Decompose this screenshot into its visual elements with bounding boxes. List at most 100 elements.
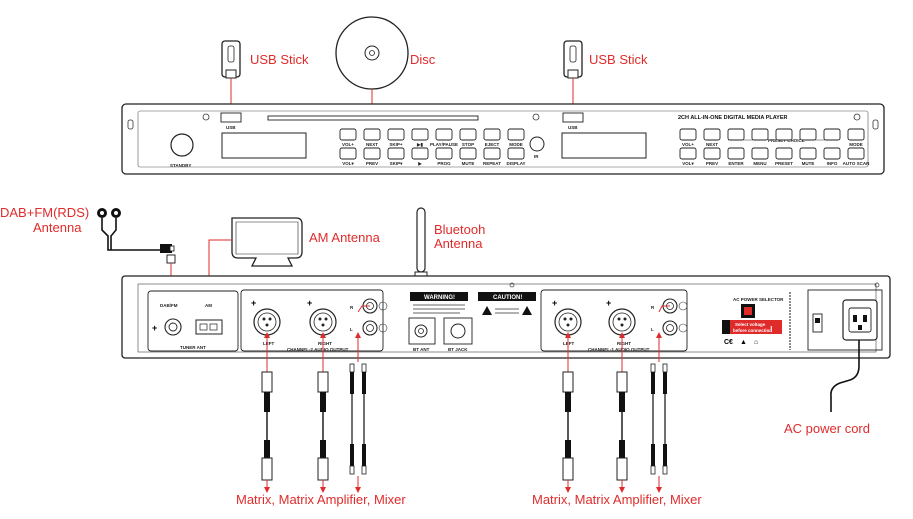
left-bottom-button-5 bbox=[459, 147, 477, 160]
left-bottom-button-4 bbox=[435, 147, 453, 160]
right-top-button-0 bbox=[679, 128, 697, 141]
right-top-button-2 bbox=[727, 128, 745, 141]
ac-power-cord-label: AC power cord bbox=[784, 421, 870, 436]
left-top-button-label-3: ▶▮ bbox=[416, 142, 423, 147]
ch1-left-xlr-cable-icon bbox=[562, 371, 574, 481]
ch1-l-label: L bbox=[651, 327, 654, 332]
bluetooth-antenna-icon bbox=[414, 207, 428, 285]
right-top-button-label-1: NEXT bbox=[706, 142, 718, 147]
svg-text:+: + bbox=[251, 298, 256, 308]
left-bottom-button-label-2: SKIP▾ bbox=[390, 161, 404, 166]
ch2-left-xlr-cable-icon bbox=[261, 371, 273, 481]
ac-power-selector-label: AC POWER SELECTOR bbox=[733, 297, 784, 302]
right-bottom-button-label-7: AUTO SCAN bbox=[843, 161, 870, 166]
disc-label: Disc bbox=[410, 52, 436, 67]
right-top-button-1 bbox=[703, 128, 721, 141]
svg-text:+: + bbox=[307, 298, 312, 308]
right-top-button-6 bbox=[823, 128, 841, 141]
ir-label: IR bbox=[534, 154, 539, 159]
right-bottom-button-label-5: MUTE bbox=[802, 161, 815, 166]
usb-port-left-label: USB bbox=[226, 125, 236, 130]
select-voltage-warning bbox=[722, 320, 782, 334]
left-top-button-label-5: STOP bbox=[462, 142, 474, 147]
bt-antenna-label-line1: Bluetooh bbox=[434, 222, 485, 237]
left-top-button-label-2: SKIP+ bbox=[389, 142, 403, 147]
right-top-button-label-0: VOL+ bbox=[682, 142, 694, 147]
right-bottom-button-label-2: ENTER bbox=[728, 161, 744, 166]
right-bottom-button-label-3: MENU bbox=[753, 161, 766, 166]
left-bottom-button-label-4: PROG bbox=[437, 161, 451, 166]
left-bottom-button-label-7: DISPLAY bbox=[506, 161, 525, 166]
left-top-button-label-6: EJECT bbox=[485, 142, 500, 147]
select-voltage-line1: Select voltage bbox=[735, 322, 766, 327]
right-bottom-button-label-6: INFO bbox=[827, 161, 838, 166]
left-bottom-button-6 bbox=[483, 147, 501, 160]
svg-text:+: + bbox=[152, 323, 157, 333]
usb-stick-right-icon bbox=[563, 40, 583, 79]
left-top-button-5 bbox=[459, 128, 477, 141]
tuner-ant-label: TUNER ANT bbox=[180, 345, 206, 350]
dab-antenna-label-line2: Antenna bbox=[33, 220, 82, 235]
left-bottom-button-label-6: REPEAT bbox=[483, 161, 501, 166]
front-panel: STANDBY USB VOL+VOL▾NEXTPREVSKIP+SKIP▾▶▮… bbox=[121, 103, 885, 175]
svg-text:+: + bbox=[552, 298, 557, 308]
ch2-right-label: RIGHT bbox=[318, 341, 332, 346]
rear-panel: DAB/FM AM + TUNER ANT ++ LEFT RIGHT CHAN… bbox=[121, 275, 891, 359]
right-bottom-button-7 bbox=[847, 147, 865, 160]
left-bottom-button-7 bbox=[507, 147, 525, 160]
svg-text:+: + bbox=[606, 298, 611, 308]
ch2-output-label: CHANNEL-2 AUDIO OUTPUT bbox=[287, 347, 349, 352]
ch1-right-xlr-cable-icon bbox=[616, 371, 628, 481]
svg-text:▲: ▲ bbox=[740, 339, 747, 346]
matrix-right-label: Matrix, Matrix Amplifier, Mixer bbox=[532, 492, 702, 507]
dab-fm-label: DAB/FM bbox=[160, 303, 178, 308]
left-top-button-1 bbox=[363, 128, 381, 141]
right-bottom-button-1 bbox=[703, 147, 721, 160]
right-bottom-button-label-0: VOL▾ bbox=[682, 161, 694, 166]
usb-stick-left-label: USB Stick bbox=[250, 52, 309, 67]
left-bottom-button-2 bbox=[387, 147, 405, 160]
svg-text:!: ! bbox=[770, 325, 773, 334]
svg-text:C€: C€ bbox=[724, 339, 733, 346]
usb-stick-left-icon bbox=[221, 40, 241, 79]
left-top-button-2 bbox=[387, 128, 405, 141]
ch1-left-label: LEFT bbox=[563, 341, 574, 346]
left-top-button-7 bbox=[507, 128, 525, 141]
ch1-right-label: RIGHT bbox=[617, 341, 631, 346]
right-top-button-4 bbox=[775, 128, 793, 141]
bt-antenna-label-line2: Antenna bbox=[434, 236, 483, 251]
ch1-rca-cable-icon bbox=[650, 363, 668, 475]
left-top-button-label-1: NEXT bbox=[366, 142, 378, 147]
svg-text:⌂: ⌂ bbox=[754, 339, 758, 346]
right-top-button-label-7: MODE bbox=[849, 142, 863, 147]
front-panel-title: 2CH ALL-IN-ONE DIGITAL MEDIA PLAYER bbox=[678, 115, 788, 121]
standby-knob bbox=[170, 133, 194, 157]
warning-label: WARNING! bbox=[424, 295, 455, 301]
left-bottom-button-0 bbox=[339, 147, 357, 160]
ch2-l-label: L bbox=[350, 327, 353, 332]
usb-stick-right-label: USB Stick bbox=[589, 52, 648, 67]
right-bottom-button-2 bbox=[727, 147, 745, 160]
left-bottom-button-3 bbox=[411, 147, 429, 160]
right-bottom-button-4 bbox=[775, 147, 793, 160]
right-bottom-button-3 bbox=[751, 147, 769, 160]
dab-fm-antenna-icon bbox=[97, 208, 176, 264]
am-antenna-icon bbox=[231, 217, 303, 267]
left-bottom-button-1 bbox=[363, 147, 381, 160]
right-top-button-5 bbox=[799, 128, 817, 141]
left-top-button-label-0: VOL+ bbox=[342, 142, 354, 147]
matrix-left-label: Matrix, Matrix Amplifier, Mixer bbox=[236, 492, 406, 507]
left-top-button-label-7: MODE bbox=[509, 142, 523, 147]
left-top-button-4 bbox=[435, 128, 453, 141]
ch1-r-label: R bbox=[651, 305, 655, 310]
left-bottom-button-label-0: VOL▾ bbox=[342, 161, 354, 166]
disc-icon bbox=[335, 16, 409, 90]
right-top-button-3 bbox=[751, 128, 769, 141]
right-bottom-button-label-4: PRESET bbox=[775, 161, 793, 166]
select-voltage-line2: before connection bbox=[733, 328, 772, 333]
left-top-button-3 bbox=[411, 128, 429, 141]
am-antenna-label: AM Antenna bbox=[309, 230, 381, 245]
dab-antenna-label-line1: DAB+FM(RDS) bbox=[0, 205, 89, 220]
